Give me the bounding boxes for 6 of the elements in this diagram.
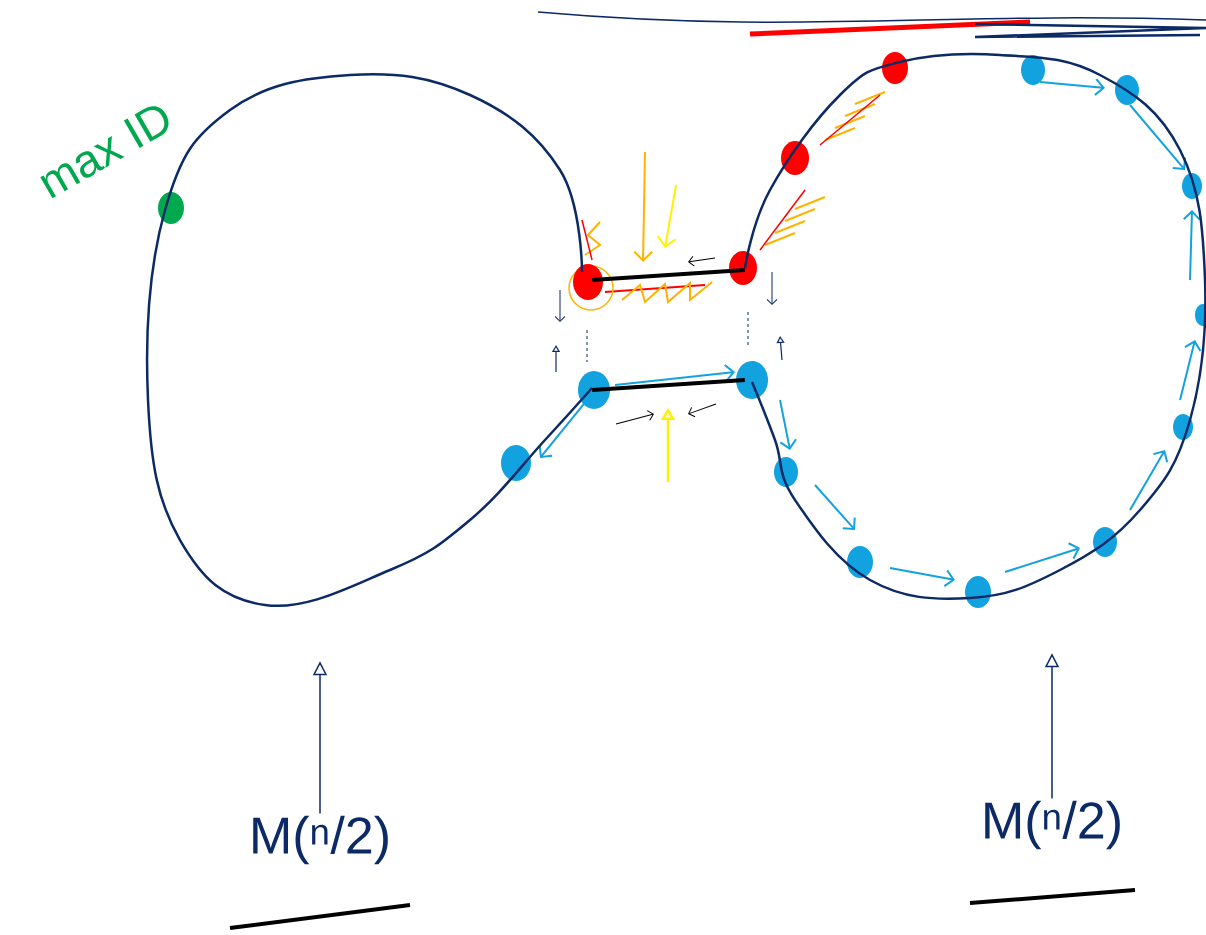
bridge-line: [592, 378, 745, 392]
bridge-line: [592, 268, 745, 282]
loop-curve: [743, 52, 1206, 600]
formula-label: M($^{n}$/2): [229, 815, 411, 930]
handwritten-label: max ID: [40, 106, 169, 199]
formula-label: M($^{n}$/2): [969, 800, 1136, 905]
